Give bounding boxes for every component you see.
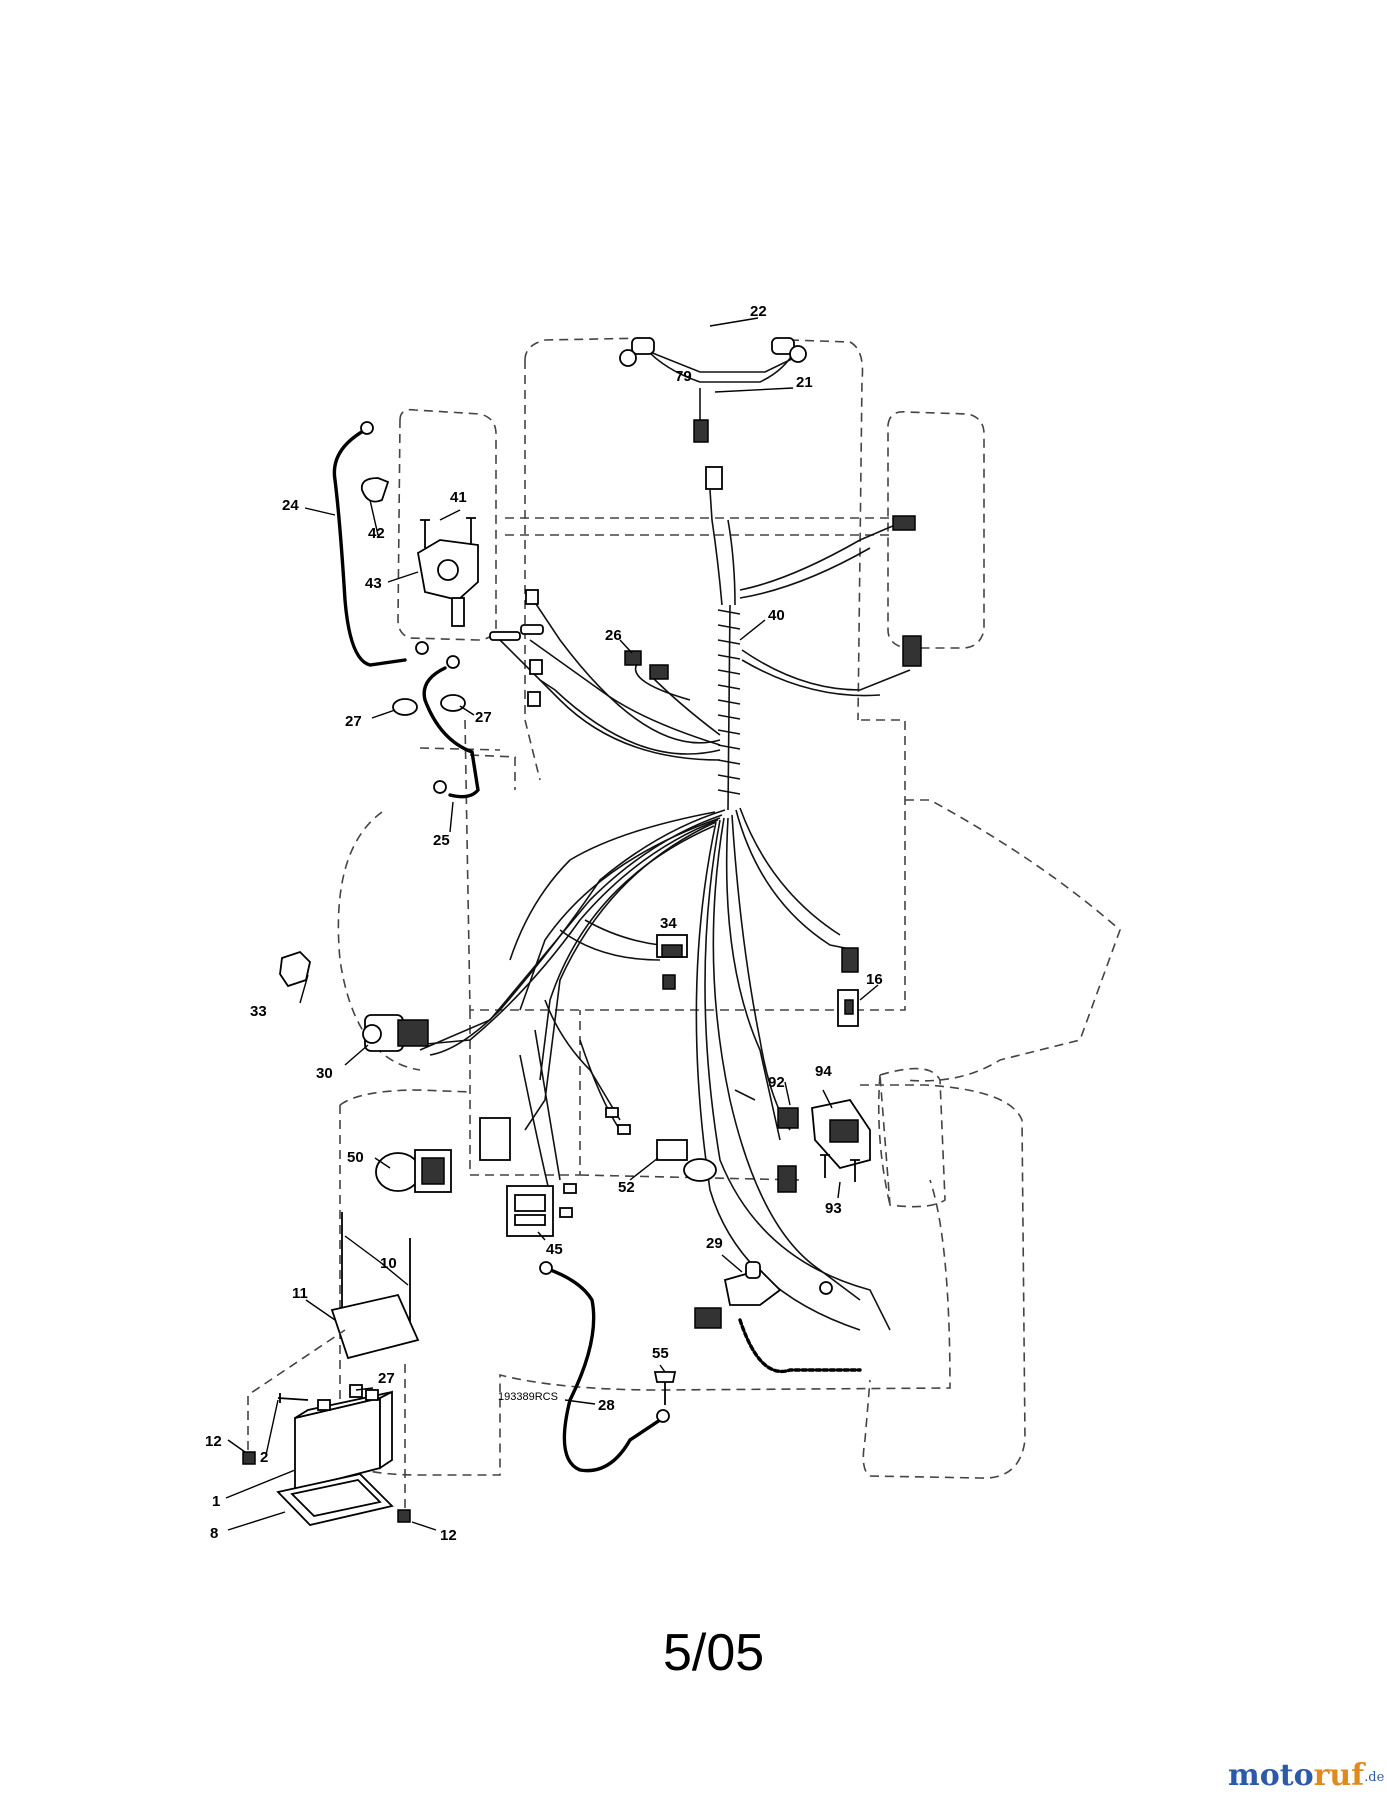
page-number: 5/05 xyxy=(663,1624,764,1682)
callout-50: 50 xyxy=(347,1149,364,1166)
bolt-41-b xyxy=(466,517,476,545)
solenoid-43 xyxy=(417,539,479,627)
connector-26-a xyxy=(624,650,642,666)
callout-55: 55 xyxy=(652,1345,669,1362)
connector-right-top xyxy=(892,515,916,531)
callout-24: 24 xyxy=(282,497,299,514)
light-connector xyxy=(693,419,709,443)
cable-24 xyxy=(332,428,407,667)
callout-28: 28 xyxy=(598,1397,615,1414)
switch-29 xyxy=(723,1261,782,1306)
callout-33: 33 xyxy=(250,1003,267,1020)
callout-45: 45 xyxy=(546,1241,563,1258)
callout-40: 40 xyxy=(768,607,785,624)
callout-43: 43 xyxy=(365,575,382,592)
wire-harness xyxy=(414,347,911,1331)
callout-25: 25 xyxy=(433,832,450,849)
connector-29 xyxy=(694,1307,722,1329)
watermark-logo: motoruf.de xyxy=(1228,1758,1385,1793)
bolt-2 xyxy=(277,1393,309,1403)
ignition-switch-30 xyxy=(362,1014,429,1052)
drawing-code: 193389RCS xyxy=(498,1391,558,1403)
callout-29: 29 xyxy=(706,1235,723,1252)
callout-94: 94 xyxy=(815,1063,832,1080)
module-52 xyxy=(656,1139,688,1161)
callout-26: 26 xyxy=(605,627,622,644)
callout-41: 41 xyxy=(450,489,467,506)
connector-right-mid xyxy=(902,635,922,667)
nut-27-a xyxy=(392,698,418,716)
battery-1 xyxy=(294,1389,393,1492)
hour-meter-45 xyxy=(506,1185,554,1237)
callout-22: 22 xyxy=(750,303,767,320)
headlight-left xyxy=(619,337,655,367)
callout-8: 8 xyxy=(210,1525,218,1542)
nut-27-c xyxy=(349,1384,363,1398)
connector-26-b xyxy=(649,664,669,680)
leader-lines xyxy=(225,317,879,1531)
plug-50 xyxy=(479,1117,511,1161)
callout-2: 2 xyxy=(260,1449,268,1466)
headlight-right xyxy=(771,337,807,363)
switch-94 xyxy=(811,1098,871,1170)
callout-21: 21 xyxy=(796,374,813,391)
callout-1: 1 xyxy=(212,1493,220,1510)
cable-25 xyxy=(422,666,480,799)
callout-79: 79 xyxy=(675,368,692,385)
plug-34 xyxy=(662,974,676,990)
watermark-suffix: .de xyxy=(1364,1770,1384,1785)
cable-29-coil xyxy=(738,1318,862,1373)
boot-42 xyxy=(360,477,390,503)
hold-down-11 xyxy=(330,1293,420,1360)
screw-93-a xyxy=(820,1154,830,1178)
callout-12b: 12 xyxy=(440,1527,457,1544)
callouts: 22 79 21 24 41 42 43 26 40 27 27 25 34 1… xyxy=(205,303,883,1544)
callout-16: 16 xyxy=(866,971,883,988)
bolt-55 xyxy=(653,1371,677,1405)
watermark-part-b: ruf xyxy=(1314,1758,1367,1793)
connector-92 xyxy=(777,1107,799,1129)
cable-28 xyxy=(543,1266,662,1473)
parts xyxy=(242,337,922,1526)
fuse-holder xyxy=(489,631,521,641)
callout-34: 34 xyxy=(660,915,677,932)
screw-93-b xyxy=(850,1159,860,1182)
callout-12a: 12 xyxy=(205,1433,222,1450)
harness-connector-top xyxy=(705,466,723,490)
callout-30: 30 xyxy=(316,1065,333,1082)
callout-42: 42 xyxy=(368,525,385,542)
callout-10: 10 xyxy=(380,1255,397,1272)
loom-coil xyxy=(717,609,741,795)
callout-27c: 27 xyxy=(378,1370,395,1387)
callout-11: 11 xyxy=(292,1285,308,1302)
switch-34 xyxy=(656,934,688,958)
callout-27b: 27 xyxy=(475,709,492,726)
nut-27-b xyxy=(440,694,466,712)
connector-92-b xyxy=(777,1165,797,1193)
svg-text:motoruf.de: motoruf.de xyxy=(1228,1758,1385,1793)
nut-12-b xyxy=(397,1509,411,1523)
relay-33 xyxy=(279,950,311,988)
tractor-outline xyxy=(337,337,1121,1479)
callout-27a: 27 xyxy=(345,713,362,730)
switch-16 xyxy=(837,989,859,1027)
pto-switch-50 xyxy=(375,1149,452,1193)
connector-16-plug xyxy=(841,947,859,973)
bolt-41-a xyxy=(420,519,430,548)
module-52-tag xyxy=(683,1158,717,1182)
callout-92: 92 xyxy=(768,1074,785,1091)
nut-12-a xyxy=(242,1451,256,1465)
callout-93: 93 xyxy=(825,1200,842,1217)
watermark-part-a: moto xyxy=(1228,1758,1314,1793)
callout-52: 52 xyxy=(618,1179,635,1196)
